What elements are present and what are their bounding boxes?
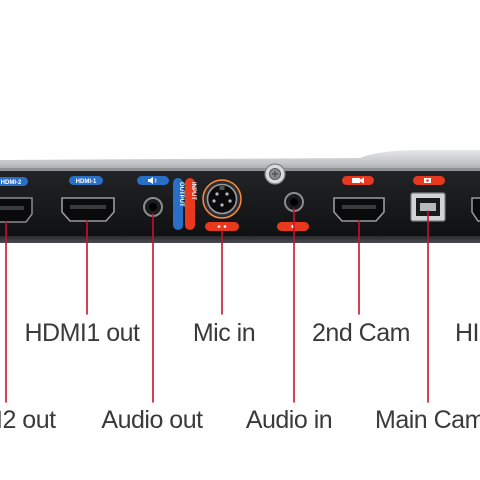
label-audio-in: Audio in	[246, 406, 332, 434]
mic-in-port[interactable]	[202, 179, 242, 231]
audio-out-port[interactable]	[137, 176, 169, 217]
device-top-trim	[0, 150, 480, 172]
label-main-cam: Main Cam	[375, 406, 480, 434]
mic-tag	[205, 222, 239, 231]
label-second-cam: 2nd Cam	[312, 319, 410, 347]
leader-lines	[5, 208, 429, 403]
panel-bottom-edge	[0, 236, 480, 243]
camera-icon	[424, 178, 431, 183]
audio-in-port[interactable]	[277, 192, 309, 231]
label-hdmi2-out: I2 out	[0, 406, 56, 434]
mini-din-connector-icon	[202, 179, 242, 219]
hdmi-1-port[interactable]: HDMI-1	[61, 176, 115, 222]
input-tag-text: INPUT	[190, 182, 196, 200]
hdmi-2-tag	[0, 177, 28, 186]
label-mic-in: Mic in	[193, 319, 255, 347]
main-cam-port[interactable]	[410, 176, 446, 222]
screw-icon	[264, 163, 286, 185]
output-tag	[173, 178, 183, 230]
label-audio-out: Audio out	[101, 406, 203, 434]
label-hdmi1-out: HDMI1 out	[25, 319, 141, 347]
camera-icon	[352, 177, 364, 184]
speaker-icon	[148, 177, 157, 184]
input-tag	[185, 178, 195, 230]
output-input-switch[interactable]: OUTPUT INPUT	[173, 178, 196, 230]
hdmi-2-port[interactable]: HDMI-2	[0, 177, 33, 223]
hdmi-1-tag	[69, 176, 103, 185]
hdmi-partial-port[interactable]	[471, 197, 480, 222]
label-hdmi-partial: HI	[455, 319, 479, 347]
output-tag-text: OUTPUT	[178, 182, 184, 207]
second-cam-port[interactable]	[333, 176, 385, 222]
hdmi-1-tag-text: HDMI-1	[76, 179, 97, 185]
hdmi-2-tag-text: HDMI-2	[1, 180, 22, 186]
